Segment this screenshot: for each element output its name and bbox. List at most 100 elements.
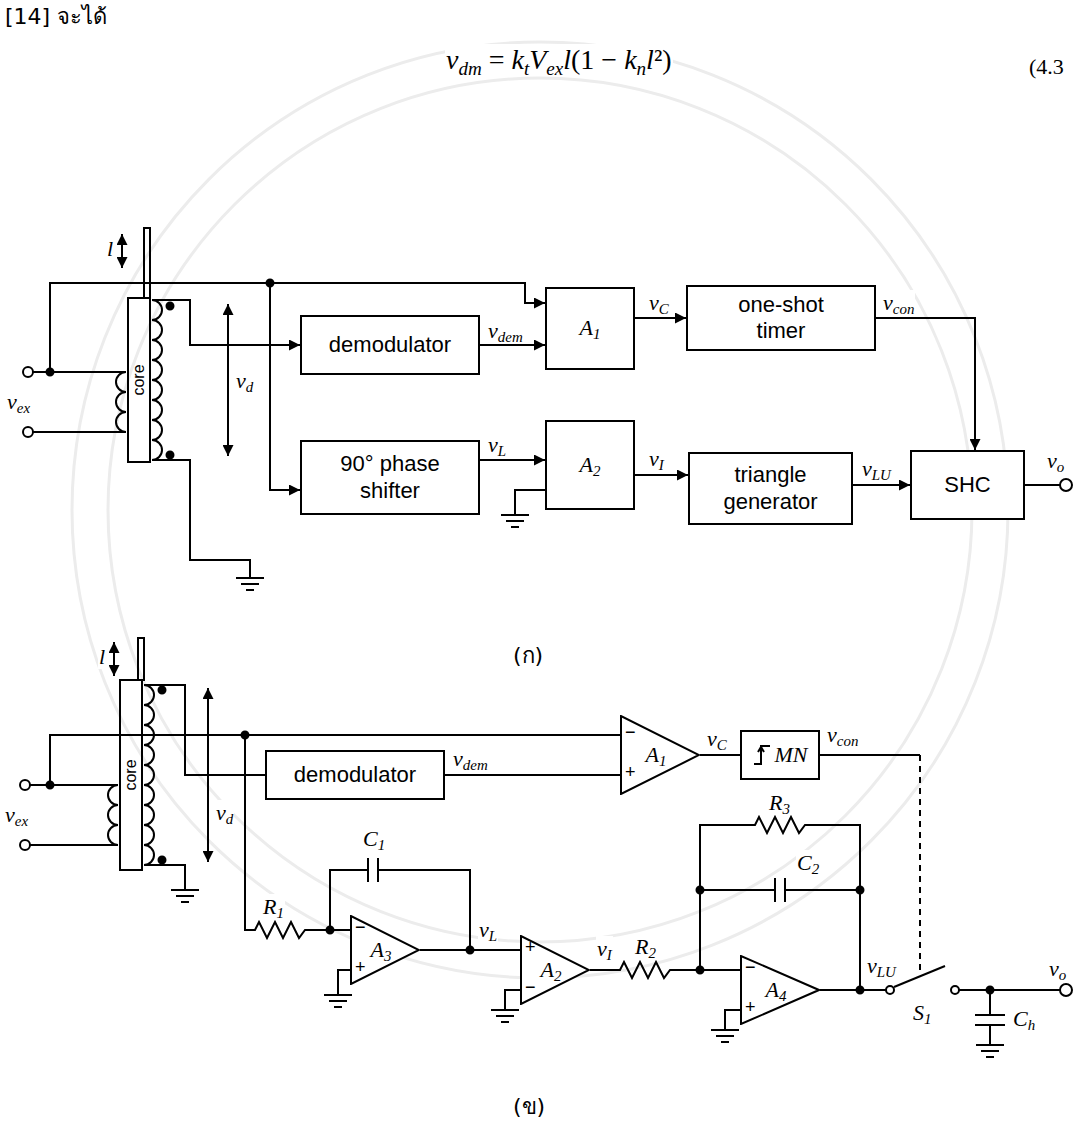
block-text: SHC [944,472,990,498]
signal-label: vo [1048,956,1067,981]
signal-label: vcon [826,722,859,747]
triangle-generator-block: triangle generator [688,452,853,525]
signal-connector [700,754,740,756]
component-label: C2 [796,850,820,875]
signal-label: vL [487,432,507,457]
wiring-b [505,990,520,1010]
block-text: A2 [541,957,562,983]
transformer-b [20,840,30,850]
input-sign: − [524,977,537,998]
component-label: S1 [912,1000,932,1025]
demodulator-block: demodulator [300,315,480,375]
wiring-b [857,987,864,994]
transformer-b [144,865,185,890]
signal-connector [876,318,975,450]
wiring-b [975,990,1005,1045]
wiring-b [1060,984,1072,996]
wiring-b [857,887,864,894]
transformer-a [23,367,33,377]
transformer-b [120,680,142,870]
wiring-a [47,280,1073,528]
transformer-a [128,298,150,462]
wiring-b [820,754,920,756]
block-text: triangle generator [702,462,839,515]
block-text: A2 [580,452,601,478]
signal-label: vcon [882,290,915,315]
input-sign: + [744,997,757,1018]
block-text: demodulator [329,332,451,358]
transformer-b [138,638,144,680]
transformer-a [227,304,229,456]
component-label: R2 [634,934,657,959]
figure-label: (ก) [512,643,544,668]
input-sign: − [624,722,637,743]
wiring-b [886,986,894,994]
wiring-b [711,1030,739,1042]
transformer-b [113,642,115,676]
rising-edge-symbol [754,746,770,764]
transformer-b [159,857,166,864]
displacement-label: l [98,644,106,669]
signal-label: vo [1046,448,1065,473]
signal-label: vC [706,726,728,751]
signal-label: vdem [452,746,489,771]
transformer-b [144,685,265,775]
signal-label: vI [648,446,665,471]
transformer-a [236,578,264,590]
block-text: A1 [580,315,601,341]
transformer-b [108,785,118,845]
component-label: C1 [362,826,386,851]
watermark-seal [72,42,1008,978]
transformer-a [167,303,174,310]
component-label: R3 [768,790,791,815]
transformer-b [171,890,199,902]
block-text: A3 [371,937,392,963]
transformer-b [159,687,166,694]
block-text: A4 [766,977,787,1003]
block-text: 90° phase shifter [322,451,458,504]
block-text: A1 [646,742,667,768]
wiring-b [959,989,1060,991]
signal-connector [480,459,545,461]
signal-connector [853,484,910,486]
transformer-b [30,784,118,786]
core-label: core [131,363,147,396]
input-sign: − [744,957,757,978]
transformer-a [152,300,162,460]
opamp-outline [351,916,419,984]
core-label: core [123,758,139,791]
signal-connector [420,949,520,951]
input-sign: + [354,957,367,978]
wiring-a [270,283,300,490]
monostable-block: MN [740,730,820,780]
equation-number: (4.3 [1028,54,1065,79]
input-sign: + [524,937,537,958]
transformer-a [121,234,123,268]
wiring-b [47,732,1073,1058]
transformer-b [20,780,30,790]
wiring-b [590,962,740,978]
wiring-b [976,1045,1004,1057]
wiring-a [1060,479,1072,491]
wiring-a [1025,484,1060,486]
wiring-a [515,490,545,515]
transformer-a [152,460,250,578]
displacement-label: l [106,236,114,261]
input-sign: − [354,917,367,938]
signal-label: vL [478,917,498,942]
amplifier-block: A2 [545,420,635,510]
signal-connector [445,774,620,776]
signal-label: vd [235,368,254,393]
phase-shifter-block: 90° phase shifter [300,440,480,515]
wiring-b [725,1010,740,1030]
wiring-b [491,1010,519,1022]
signal-label: vd [215,800,234,825]
timer-block: one-shot timer [686,285,876,351]
signal-label: vLU [866,953,897,978]
transformer-a [152,300,300,345]
block-text: MN [775,742,808,768]
figure-label: (ข) [512,1094,546,1119]
transformer-b [20,638,265,902]
signal-label: vI [596,936,613,961]
wiring-b [697,887,704,894]
